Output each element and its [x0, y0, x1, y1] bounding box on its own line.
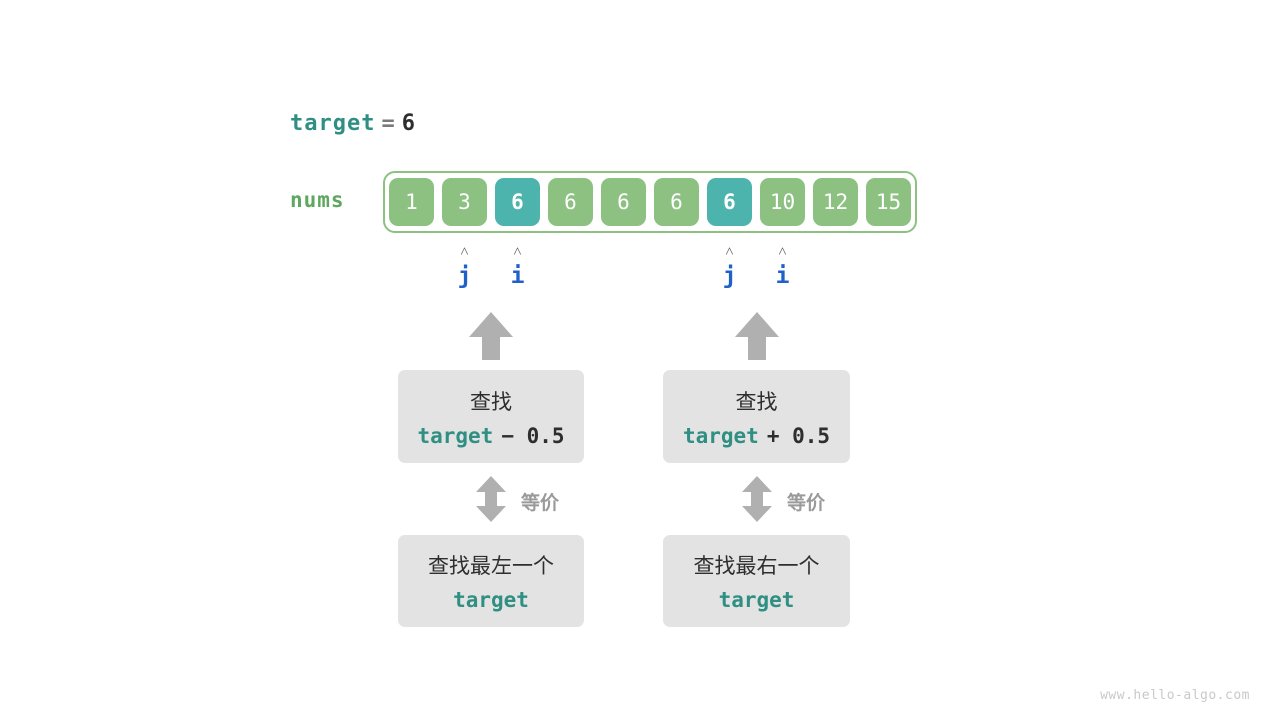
- array-cell: 12: [813, 178, 858, 226]
- search-target-minus-box: 查找 target − 0.5: [398, 370, 584, 463]
- arrow-up-icon: [742, 476, 772, 492]
- arrow-bar: [485, 491, 497, 507]
- equivalence-arrow-right: [742, 476, 772, 522]
- array-label: nums: [290, 188, 345, 212]
- arrow-bar: [751, 491, 763, 507]
- pointer-label: j: [722, 263, 737, 289]
- up-arrow-right: [735, 312, 779, 360]
- arrow-head-icon: [735, 312, 779, 337]
- search-rightmost-box: 查找最右一个 target: [663, 535, 850, 627]
- equivalence-label-right: 等价: [787, 492, 826, 514]
- array-cell: 6: [548, 178, 593, 226]
- expr-target-rightmost: target: [718, 588, 795, 612]
- array-cell: 6: [707, 178, 752, 226]
- array-cell: 15: [866, 178, 911, 226]
- arrow-up-icon: [476, 476, 506, 492]
- array-cell: 6: [601, 178, 646, 226]
- equivalence-label-left: 等价: [521, 492, 560, 514]
- pointer-j: ˄j: [707, 242, 753, 290]
- expression-target-minus: target − 0.5: [417, 424, 564, 448]
- caret-icon: ˄: [513, 242, 522, 260]
- pointer-label: j: [457, 263, 472, 289]
- array-cell: 10: [760, 178, 805, 226]
- target-declaration: target=6: [290, 111, 416, 136]
- array-cell: 6: [654, 178, 699, 226]
- expr-var-right: target: [682, 423, 759, 448]
- arrow-down-icon: [742, 506, 772, 522]
- expr-op-right: + 0.5: [766, 423, 831, 448]
- target-value: 6: [401, 111, 416, 136]
- search-leftmost-box: 查找最左一个 target: [398, 535, 584, 627]
- arrow-shaft: [748, 336, 766, 360]
- up-arrow-left: [469, 312, 513, 360]
- search-target-plus-box: 查找 target + 0.5: [663, 370, 850, 463]
- array-cell: 6: [495, 178, 540, 226]
- caret-icon: ˄: [778, 242, 787, 260]
- pointer-j: ˄j: [442, 242, 488, 290]
- equivalence-arrow-left: [476, 476, 506, 522]
- array-cell: 3: [442, 178, 487, 226]
- expr-op-left: − 0.5: [501, 423, 565, 448]
- pointer-label: i: [775, 263, 790, 289]
- search-label-left: 查找: [470, 389, 512, 414]
- search-label-right: 查找: [735, 389, 778, 414]
- search-leftmost-label: 查找最左一个: [428, 554, 554, 578]
- array-cell: 1: [389, 178, 434, 226]
- equals-operator: =: [381, 111, 396, 136]
- caret-icon: ˄: [460, 242, 469, 260]
- search-rightmost-label: 查找最右一个: [693, 554, 820, 578]
- pointer-i: ˄i: [760, 242, 806, 290]
- arrow-shaft: [482, 336, 500, 360]
- expr-var-left: target: [417, 423, 494, 448]
- caret-icon: ˄: [725, 242, 734, 260]
- expression-target-plus: target + 0.5: [683, 424, 830, 448]
- arrow-down-icon: [476, 506, 506, 522]
- pointer-i: ˄i: [495, 242, 541, 290]
- arrow-head-icon: [469, 312, 513, 337]
- site-watermark: www.hello-algo.com: [1100, 688, 1250, 703]
- expr-target-leftmost: target: [453, 588, 529, 612]
- target-variable-name: target: [290, 111, 376, 136]
- pointer-label: i: [510, 263, 525, 289]
